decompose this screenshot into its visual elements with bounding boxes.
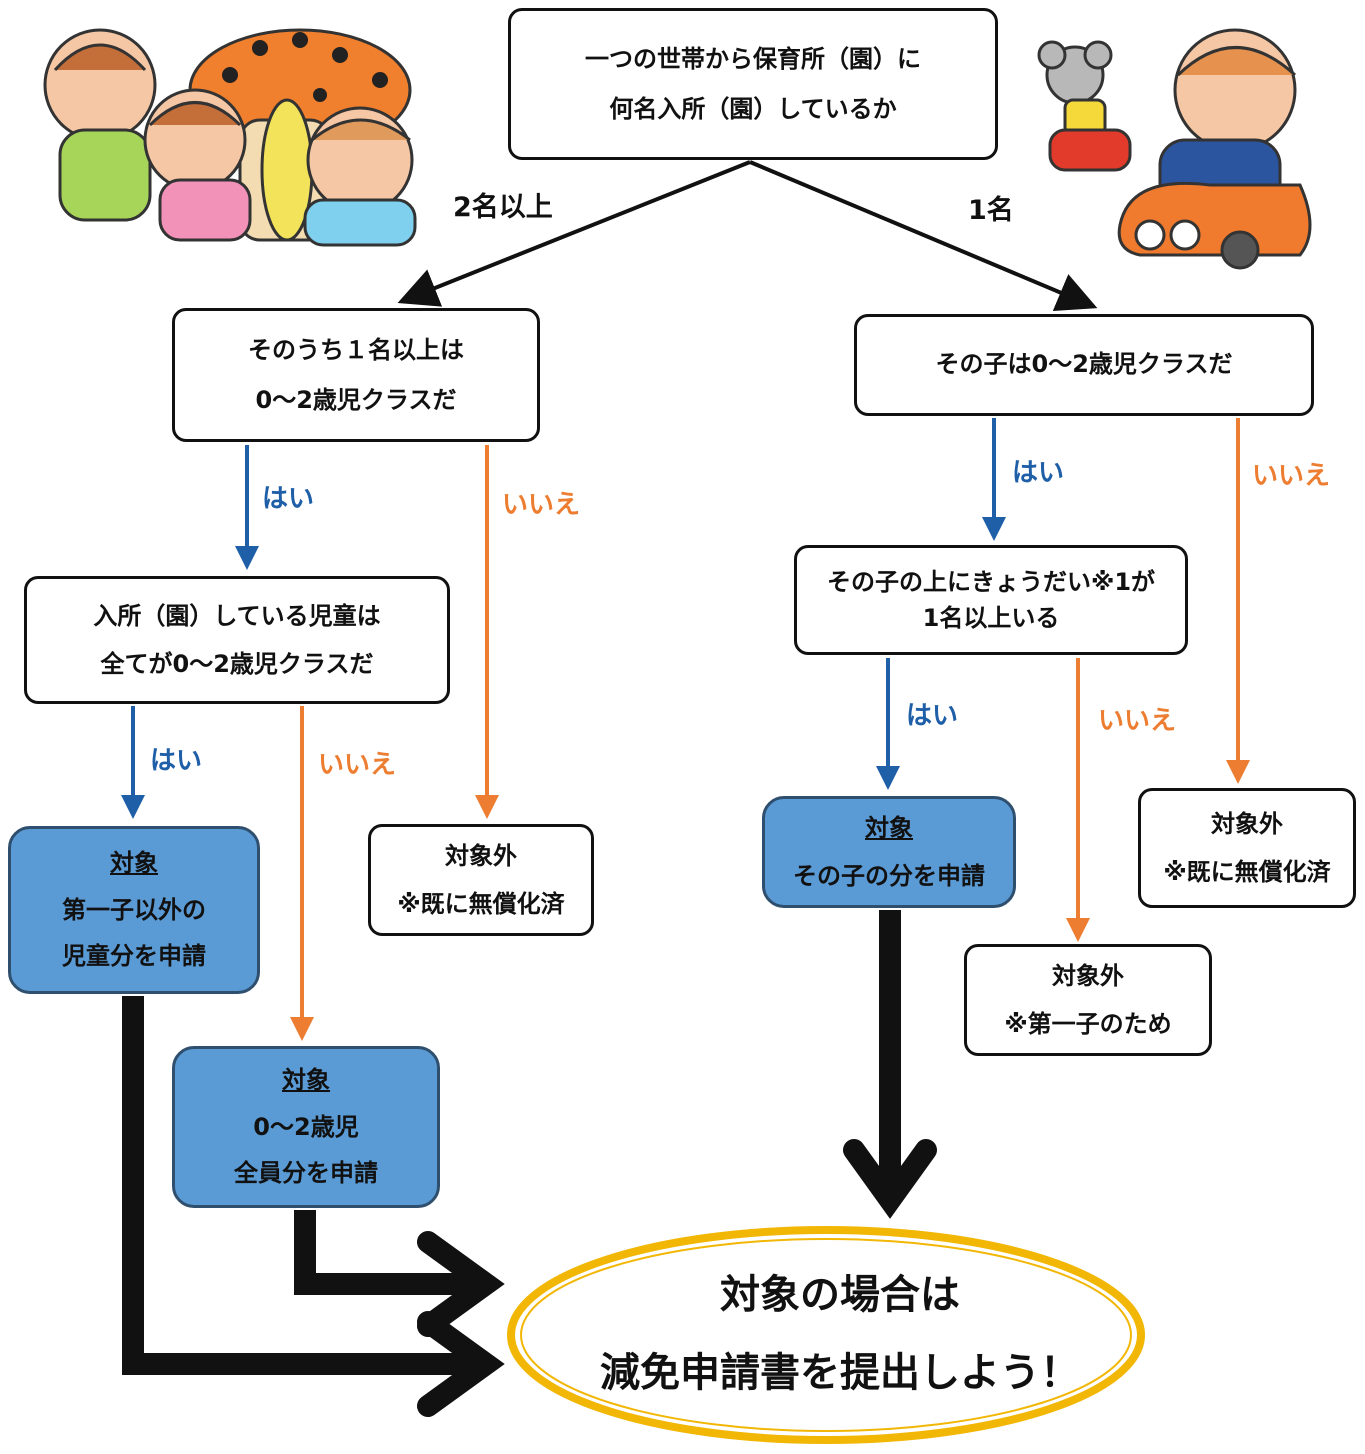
label-right-q1-no: いいえ <box>1252 461 1331 491</box>
connector-left-target-b <box>294 1210 480 1295</box>
kids-group-illustration <box>43 28 417 247</box>
child-toy-car-illustration <box>1037 28 1312 270</box>
label-left-q2-no: いいえ <box>318 750 397 780</box>
result-right-target-this-child: 対象 その子の分を申請 <box>762 796 1016 908</box>
result-left-target-non-first-child: 対象 第一子以外の 児童分を申請 <box>8 826 260 994</box>
label-left-q2-yes: はい <box>150 746 203 776</box>
result-left-target-all-under-two: 対象 0～2歳児 全員分を申請 <box>172 1046 440 1208</box>
arrowhead-left-target-a <box>417 1311 505 1417</box>
connector-left-target-a <box>122 996 480 1375</box>
branch-label-one: 1名 <box>968 195 1014 226</box>
branch-label-two-or-more: 2名以上 <box>453 192 553 223</box>
label-right-q1-yes: はい <box>1012 458 1065 488</box>
label-right-q2-no: いいえ <box>1098 706 1177 736</box>
conclusion-line-2: 減免申請書を提出しよう！ <box>600 1350 1080 1396</box>
label-right-q2-yes: はい <box>906 701 959 731</box>
result-right-excluded-already-free: 対象外 ※既に無償化済 <box>1138 788 1356 908</box>
question-household-count: 一つの世帯から保育所（園）に 何名入所（園）しているか <box>508 8 998 160</box>
label-left-q1-no: いいえ <box>502 490 581 520</box>
label-left-q1-yes: はい <box>262 484 315 514</box>
result-right-excluded-first-child: 対象外 ※第一子のため <box>964 944 1212 1056</box>
result-left-excluded-already-free: 対象外 ※既に無償化済 <box>368 824 594 936</box>
question-right-child-under-two: その子は0～2歳児クラスだ <box>854 314 1314 416</box>
conclusion-ellipse <box>507 1226 1145 1444</box>
arrowhead-right-target <box>843 1139 937 1219</box>
arrow-to-left-branch <box>397 160 751 307</box>
question-left-any-under-two: そのうち１名以上は 0～2歳児クラスだ <box>172 308 540 442</box>
arrow-to-right-branch <box>749 160 1098 312</box>
question-left-all-under-two: 入所（園）している児童は 全てが0～2歳児クラスだ <box>24 576 450 704</box>
conclusion-line-1: 対象の場合は <box>720 1272 960 1318</box>
arrowhead-left-target-b <box>417 1231 505 1337</box>
question-right-has-older-sibling: その子の上にきょうだい※1が 1名以上いる <box>794 545 1188 655</box>
